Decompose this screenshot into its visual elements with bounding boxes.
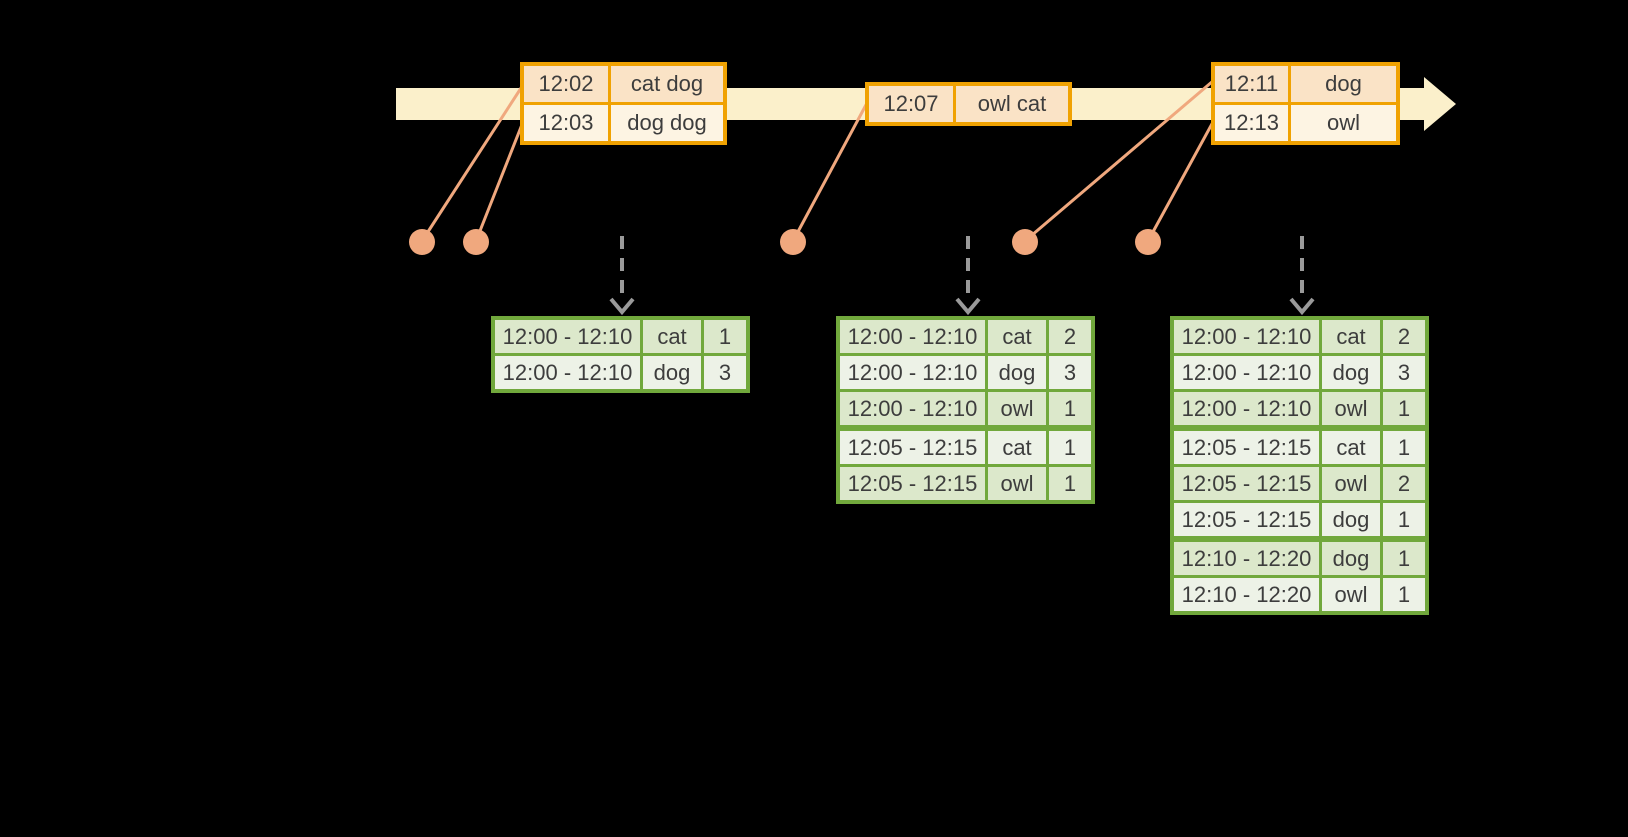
result-word-cell: owl xyxy=(985,389,1049,430)
event-words-cell: cat dog xyxy=(608,62,727,105)
trigger-arrow-icon xyxy=(1289,236,1315,316)
event-words-cell: dog xyxy=(1288,62,1400,105)
result-window-cell: 12:00 - 12:10 xyxy=(1170,316,1322,356)
event-connector-line xyxy=(791,102,869,242)
result-count-cell: 1 xyxy=(1046,389,1095,430)
event-words-cell: dog dog xyxy=(608,102,727,145)
result-count-cell: 3 xyxy=(701,353,750,393)
result-word-cell: dog xyxy=(640,353,704,393)
result-window-cell: 12:05 - 12:15 xyxy=(1170,425,1322,467)
result-count-cell: 3 xyxy=(1046,353,1095,392)
result-word-cell: dog xyxy=(985,353,1049,392)
result-count-cell: 1 xyxy=(1380,536,1429,578)
result-window-cell: 12:10 - 12:20 xyxy=(1170,536,1322,578)
result-window-cell: 12:00 - 12:10 xyxy=(1170,353,1322,392)
trigger-arrow-icon xyxy=(955,236,981,316)
result-count-cell: 1 xyxy=(1046,464,1095,504)
result-word-cell: cat xyxy=(1319,425,1383,467)
event-words-cell: owl xyxy=(1288,102,1400,145)
result-window-cell: 12:00 - 12:10 xyxy=(836,353,988,392)
result-window-cell: 12:00 - 12:10 xyxy=(836,316,988,356)
result-word-cell: dog xyxy=(1319,536,1383,578)
result-window-cell: 12:00 - 12:10 xyxy=(1170,389,1322,430)
result-word-cell: owl xyxy=(1319,575,1383,615)
result-word-cell: dog xyxy=(1319,500,1383,541)
event-dot xyxy=(1012,229,1038,255)
event-time-cell: 12:03 xyxy=(520,102,611,145)
result-word-cell: owl xyxy=(985,464,1049,504)
event-time-cell: 12:11 xyxy=(1211,62,1291,105)
event-dot xyxy=(409,229,435,255)
result-window-cell: 12:00 - 12:10 xyxy=(491,316,643,356)
result-window-cell: 12:05 - 12:15 xyxy=(1170,500,1322,541)
event-time-cell: 12:02 xyxy=(520,62,611,105)
result-window-cell: 12:00 - 12:10 xyxy=(491,353,643,393)
result-count-cell: 3 xyxy=(1380,353,1429,392)
result-count-cell: 1 xyxy=(1380,500,1429,541)
event-time-cell: 12:13 xyxy=(1211,102,1291,145)
event-connector-line xyxy=(474,121,525,242)
result-word-cell: dog xyxy=(1319,353,1383,392)
result-count-cell: 1 xyxy=(1046,425,1095,467)
event-connector-line xyxy=(1024,79,1214,243)
result-word-cell: owl xyxy=(1319,464,1383,503)
event-dot xyxy=(463,229,489,255)
result-window-cell: 12:10 - 12:20 xyxy=(1170,575,1322,615)
trigger-arrow-icon xyxy=(609,236,635,316)
result-word-cell: cat xyxy=(985,425,1049,467)
result-count-cell: 2 xyxy=(1380,316,1429,356)
result-word-cell: cat xyxy=(985,316,1049,356)
result-count-cell: 1 xyxy=(1380,389,1429,430)
event-words-cell: owl cat xyxy=(953,82,1072,126)
event-dot xyxy=(780,229,806,255)
result-count-cell: 1 xyxy=(1380,575,1429,615)
result-count-cell: 2 xyxy=(1380,464,1429,503)
event-dot xyxy=(1135,229,1161,255)
result-window-cell: 12:05 - 12:15 xyxy=(1170,464,1322,503)
event-connector-line xyxy=(1146,121,1215,242)
result-word-cell: owl xyxy=(1319,389,1383,430)
result-window-cell: 12:00 - 12:10 xyxy=(836,389,988,430)
event-time-cell: 12:07 xyxy=(865,82,956,126)
result-count-cell: 2 xyxy=(1046,316,1095,356)
result-window-cell: 12:05 - 12:15 xyxy=(836,464,988,504)
result-word-cell: cat xyxy=(1319,316,1383,356)
timeline-arrowhead-icon xyxy=(1424,77,1456,131)
result-count-cell: 1 xyxy=(1380,425,1429,467)
result-count-cell: 1 xyxy=(701,316,750,356)
result-word-cell: cat xyxy=(640,316,704,356)
result-window-cell: 12:05 - 12:15 xyxy=(836,425,988,467)
event-connector-line xyxy=(420,84,525,242)
